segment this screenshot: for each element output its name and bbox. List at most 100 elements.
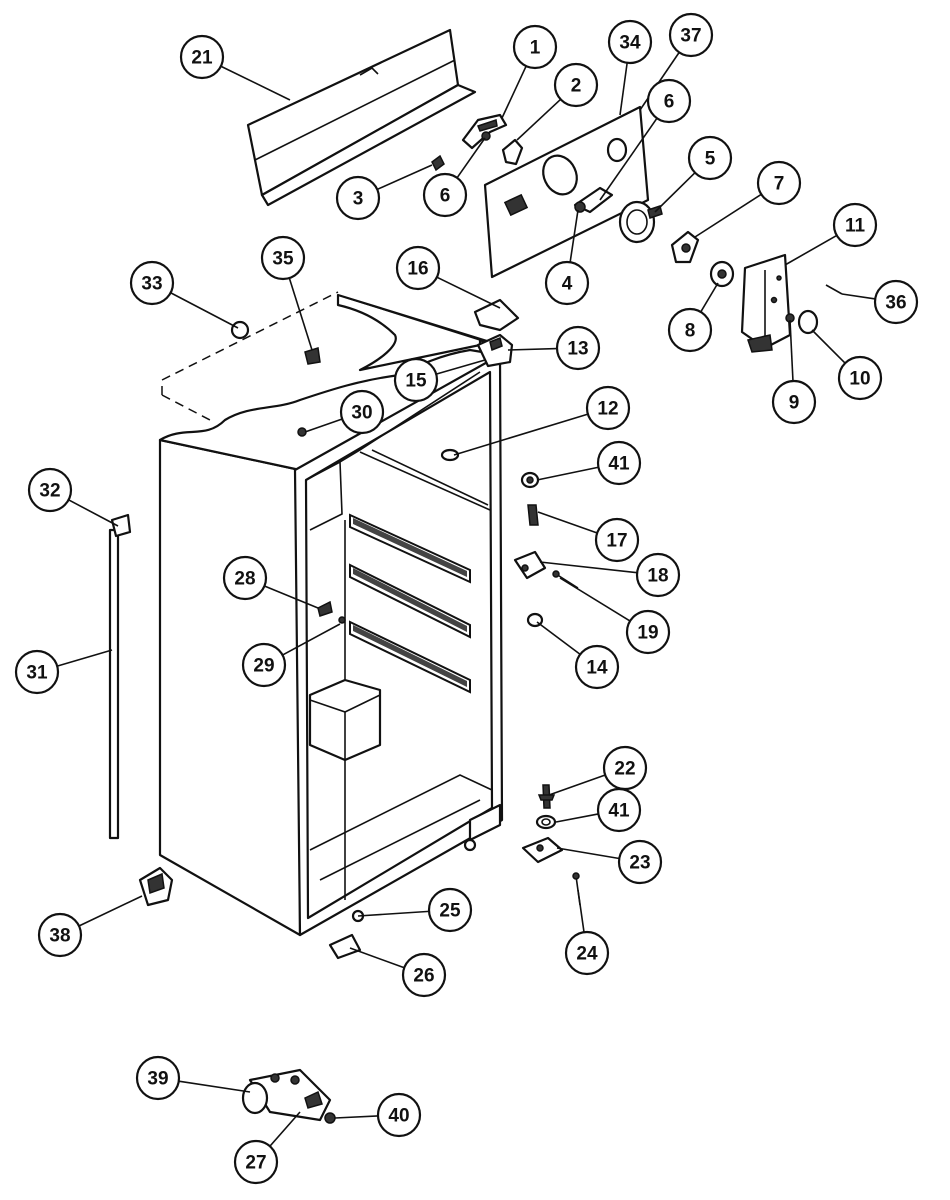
pin-17-part — [527, 504, 539, 526]
leader-line-14 — [536, 621, 581, 656]
callout-number: 5 — [705, 149, 716, 170]
screw-3-part — [431, 154, 445, 172]
callout-number: 6 — [440, 186, 451, 207]
rod-31-part — [108, 513, 132, 840]
leader-line-33 — [170, 292, 239, 329]
callout-30: 30 — [339, 389, 385, 435]
screw-35-part — [304, 347, 321, 365]
callout-circle — [544, 260, 590, 306]
callout-circle — [873, 279, 919, 325]
callout-number: 11 — [845, 216, 866, 237]
callout-2: 2 — [553, 62, 599, 108]
callout-circle — [37, 912, 83, 958]
leader-line-2 — [516, 98, 562, 141]
callout-26: 26 — [401, 952, 447, 998]
leader-line-39 — [178, 1080, 251, 1093]
callout-circle — [617, 839, 663, 885]
leader-line-18 — [539, 561, 638, 574]
callout-number: 31 — [26, 663, 48, 684]
leader-line-22 — [548, 774, 606, 796]
shelf-rail-lower — [349, 620, 471, 694]
callout-circle — [646, 78, 692, 124]
callout-37: 37 — [668, 12, 714, 58]
callout-circle — [607, 19, 653, 65]
callout-circle — [594, 517, 640, 563]
callout-number: 14 — [586, 658, 608, 679]
callout-31: 31 — [14, 649, 60, 695]
callout-41: 41 — [596, 440, 642, 486]
callout-number: 25 — [439, 901, 461, 922]
leader-line-27 — [269, 1111, 301, 1147]
callout-circle — [832, 202, 878, 248]
callout-number: 37 — [680, 26, 701, 47]
light-housing-11-part — [740, 253, 792, 353]
callout-29: 29 — [241, 642, 287, 688]
callout-number: 13 — [567, 339, 588, 360]
callout-41: 41 — [596, 787, 642, 833]
callout-circle — [339, 389, 385, 435]
leader-line-26 — [349, 947, 405, 969]
callout-circle — [585, 385, 631, 431]
bottom-hinge-27-part — [248, 1068, 332, 1122]
leader-lines — [56, 51, 876, 1147]
leader-line-23 — [556, 847, 620, 860]
callout-number: 10 — [849, 369, 870, 390]
callout-number: 12 — [597, 399, 618, 420]
leader-line-6 — [599, 117, 658, 201]
callout-number: 32 — [39, 481, 60, 502]
callout-circle — [668, 12, 714, 58]
callout-circle — [553, 62, 599, 108]
callout-39: 39 — [135, 1055, 181, 1101]
callout-circle — [596, 440, 642, 486]
bulb-10-part — [797, 309, 819, 335]
callout-12: 12 — [585, 385, 631, 431]
callout-circle — [635, 552, 681, 598]
screw-40-part — [324, 1112, 336, 1124]
callout-number: 30 — [351, 403, 372, 424]
leader-line-13 — [507, 347, 558, 351]
callout-35: 35 — [260, 235, 306, 281]
callout-circle — [756, 160, 802, 206]
callout-3: 3 — [335, 175, 381, 221]
leader-line-5 — [654, 172, 696, 213]
callout-circle — [427, 887, 473, 933]
callout-circle — [222, 555, 268, 601]
hinge-13-part — [476, 333, 514, 368]
callout-number: 33 — [141, 274, 162, 295]
callout-10: 10 — [837, 355, 883, 401]
callout-number: 28 — [234, 569, 255, 590]
callout-number: 35 — [272, 249, 294, 270]
callout-number: 24 — [576, 944, 598, 965]
hinge-23-part — [521, 836, 564, 864]
callout-38: 38 — [37, 912, 83, 958]
callout-number: 34 — [619, 33, 641, 54]
callout-24: 24 — [564, 930, 610, 976]
leader-line-41 — [555, 813, 599, 823]
callout-8: 8 — [667, 307, 713, 353]
callout-circle — [179, 34, 225, 80]
callout-13: 13 — [555, 325, 601, 371]
callout-number: 3 — [353, 189, 364, 210]
callout-25: 25 — [427, 887, 473, 933]
callout-circle — [260, 235, 306, 281]
callout-number: 27 — [245, 1153, 266, 1174]
leader-line-24 — [577, 889, 585, 933]
leader-line-40 — [334, 1115, 379, 1119]
leader-line-21 — [220, 65, 291, 101]
callout-number: 19 — [637, 623, 658, 644]
callout-19: 19 — [625, 609, 671, 655]
leader-line-3 — [376, 164, 433, 191]
callout-circle — [401, 952, 447, 998]
callout-circle — [512, 24, 558, 70]
callout-number: 41 — [608, 801, 630, 822]
callout-27: 27 — [233, 1139, 279, 1185]
leader-line-19 — [559, 577, 631, 622]
callout-circle — [771, 379, 817, 425]
callout-6: 6 — [646, 78, 692, 124]
washer-41-upper-part — [520, 471, 540, 489]
shelf-rail-middle — [349, 563, 471, 639]
leader-line-31 — [56, 649, 113, 667]
callout-number: 9 — [789, 393, 800, 414]
callout-number: 18 — [647, 566, 668, 587]
